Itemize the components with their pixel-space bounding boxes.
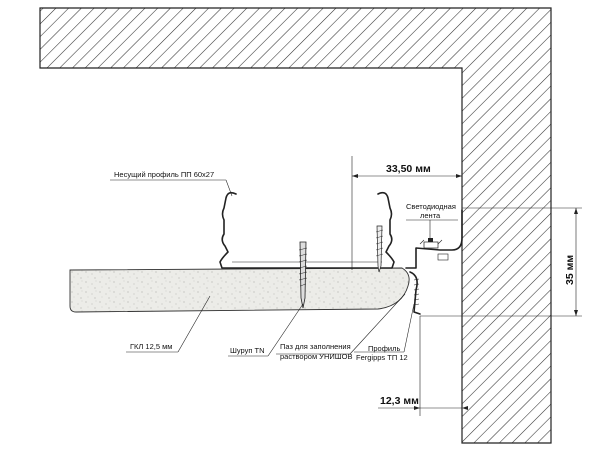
concrete-structure <box>39 7 552 444</box>
fergipps-serration <box>413 278 420 306</box>
dimension-top-gap-value: 33,50 мм <box>386 163 431 175</box>
leader-screw <box>228 303 304 357</box>
screw-tn <box>299 241 307 309</box>
fergipps-profile <box>405 209 463 269</box>
fergipps-profile-edge <box>409 271 421 315</box>
carrier-profile <box>219 191 395 269</box>
dimension-height <box>420 207 582 317</box>
label-led-strip-1: Светодиодная <box>406 202 456 211</box>
gkl-board <box>69 267 410 313</box>
dimension-bottom-gap-value: 12,3 мм <box>380 395 419 407</box>
label-fergipps-1: Профиль <box>368 344 400 353</box>
label-gkl: ГКЛ 12,5 мм <box>130 342 172 351</box>
label-screw: Шуруп TN <box>230 346 265 355</box>
leader-carrier-profile <box>110 179 233 197</box>
leader-groove <box>276 293 406 355</box>
dimension-height-value: 35 мм <box>564 255 576 285</box>
leader-fergipps <box>354 303 415 353</box>
leader-gkl <box>126 295 211 353</box>
label-groove-2: раствором УНИШОВ <box>280 352 352 361</box>
leader-led-strip <box>406 219 458 240</box>
screw-thread <box>298 247 308 287</box>
screw-profile-thread <box>375 229 384 257</box>
label-led-strip-2: лента <box>420 211 441 220</box>
label-groove-1: Паз для заполнения <box>280 342 351 351</box>
gap-fill <box>437 253 449 261</box>
dimension-bottom-gap <box>378 316 468 416</box>
led-strip <box>419 238 443 249</box>
label-carrier-profile: Несущий профиль ПП 60x27 <box>114 170 214 179</box>
dimension-top-gap <box>351 156 463 270</box>
label-fergipps-2: Fergipps ТП 12 <box>356 353 408 362</box>
